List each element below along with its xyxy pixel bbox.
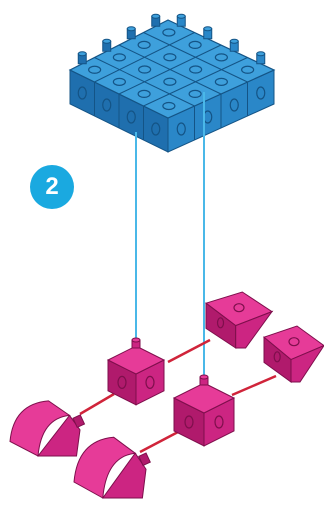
connector-line (80, 394, 114, 414)
top-stud-cap (103, 39, 111, 43)
top-stud-cap (204, 27, 212, 31)
pink-wedge-icon (206, 292, 272, 348)
pink-dome-icon (74, 437, 150, 498)
connector-line (232, 376, 276, 395)
connector-line (140, 432, 178, 452)
cube-stud-cap (132, 338, 140, 342)
pink-wedge-icon (264, 326, 324, 382)
pink-cube-icon (108, 338, 164, 405)
pink-pieces (10, 292, 324, 498)
pink-dome-icon (10, 401, 84, 456)
pink-cube-icon (174, 375, 234, 446)
top-stud-cap (152, 14, 160, 18)
top-stud-cap (230, 39, 238, 43)
top-stud-cap (127, 27, 135, 31)
cube-stud-cap (200, 375, 208, 379)
top-stud-cap (177, 14, 185, 18)
top-stud-cap (78, 52, 86, 56)
top-stud-cap (257, 52, 265, 56)
step-number-badge: 2 (30, 165, 74, 209)
blue-cube-grid-icon (70, 14, 274, 152)
